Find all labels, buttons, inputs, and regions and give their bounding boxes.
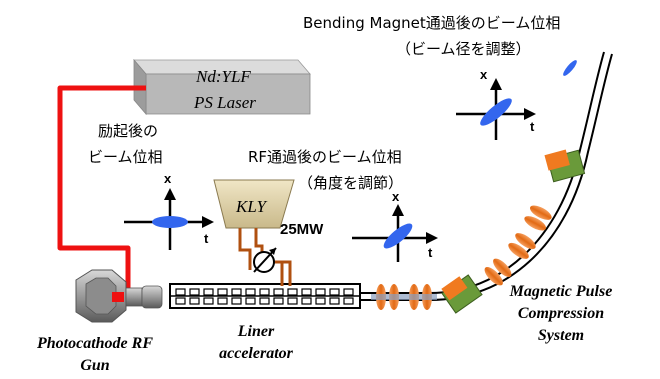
axis-t-label-1: t: [204, 231, 209, 246]
bending-magnet-upper: [544, 149, 586, 183]
photocathode-gun: [75, 269, 163, 323]
axis-x-label-1: x: [164, 171, 172, 186]
axis-x-label-2: x: [392, 189, 400, 204]
attenuator-icon: [253, 247, 277, 273]
rf-phase-label-2: （角度を調節）: [298, 174, 404, 192]
excitation-phase-label-1: 励起後の: [98, 122, 159, 140]
beam-profile-exit: [563, 60, 577, 76]
mpc-label-line3: System: [537, 327, 585, 344]
mpc-label-line1: Magnetic Pulse: [509, 283, 613, 300]
mpc-label-line2: Compression: [517, 305, 605, 322]
excitation-phase-label-2: ビーム位相: [88, 148, 163, 166]
klystron: [213, 179, 295, 229]
bending-phase-label-1: Bending Magnet通過後のビーム位相: [303, 14, 561, 32]
laser-label-line2: PS Laser: [194, 93, 256, 112]
linac-label-line2: accelerator: [219, 345, 293, 362]
linac-label-line1: Liner: [237, 323, 275, 340]
laser-fiber: [57, 85, 146, 301]
phase-space-excitation: [124, 188, 214, 250]
rf-phase-label-1: RF通過後のビーム位相: [248, 148, 402, 166]
power-label: 25MW: [280, 221, 324, 238]
klystron-label: KLY: [236, 197, 266, 216]
phase-space-rf: [352, 204, 438, 262]
axis-t-label-3: t: [530, 119, 535, 134]
laser-label-line1: Nd:YLF: [196, 67, 251, 86]
gun-label-line1: Photocathode RF: [36, 335, 153, 352]
axis-t-label-2: t: [428, 245, 433, 260]
phase-space-bending: [456, 78, 536, 140]
axis-x-label-3: x: [480, 67, 488, 82]
quadrupole-magnets: [371, 284, 437, 310]
linear-accelerator: [169, 283, 361, 309]
bending-phase-label-2: （ビーム径を調整）: [396, 40, 531, 58]
bending-magnet-lower: [441, 274, 483, 314]
gun-label-line2: Gun: [80, 357, 110, 374]
curve-quadrupoles: [484, 205, 552, 286]
